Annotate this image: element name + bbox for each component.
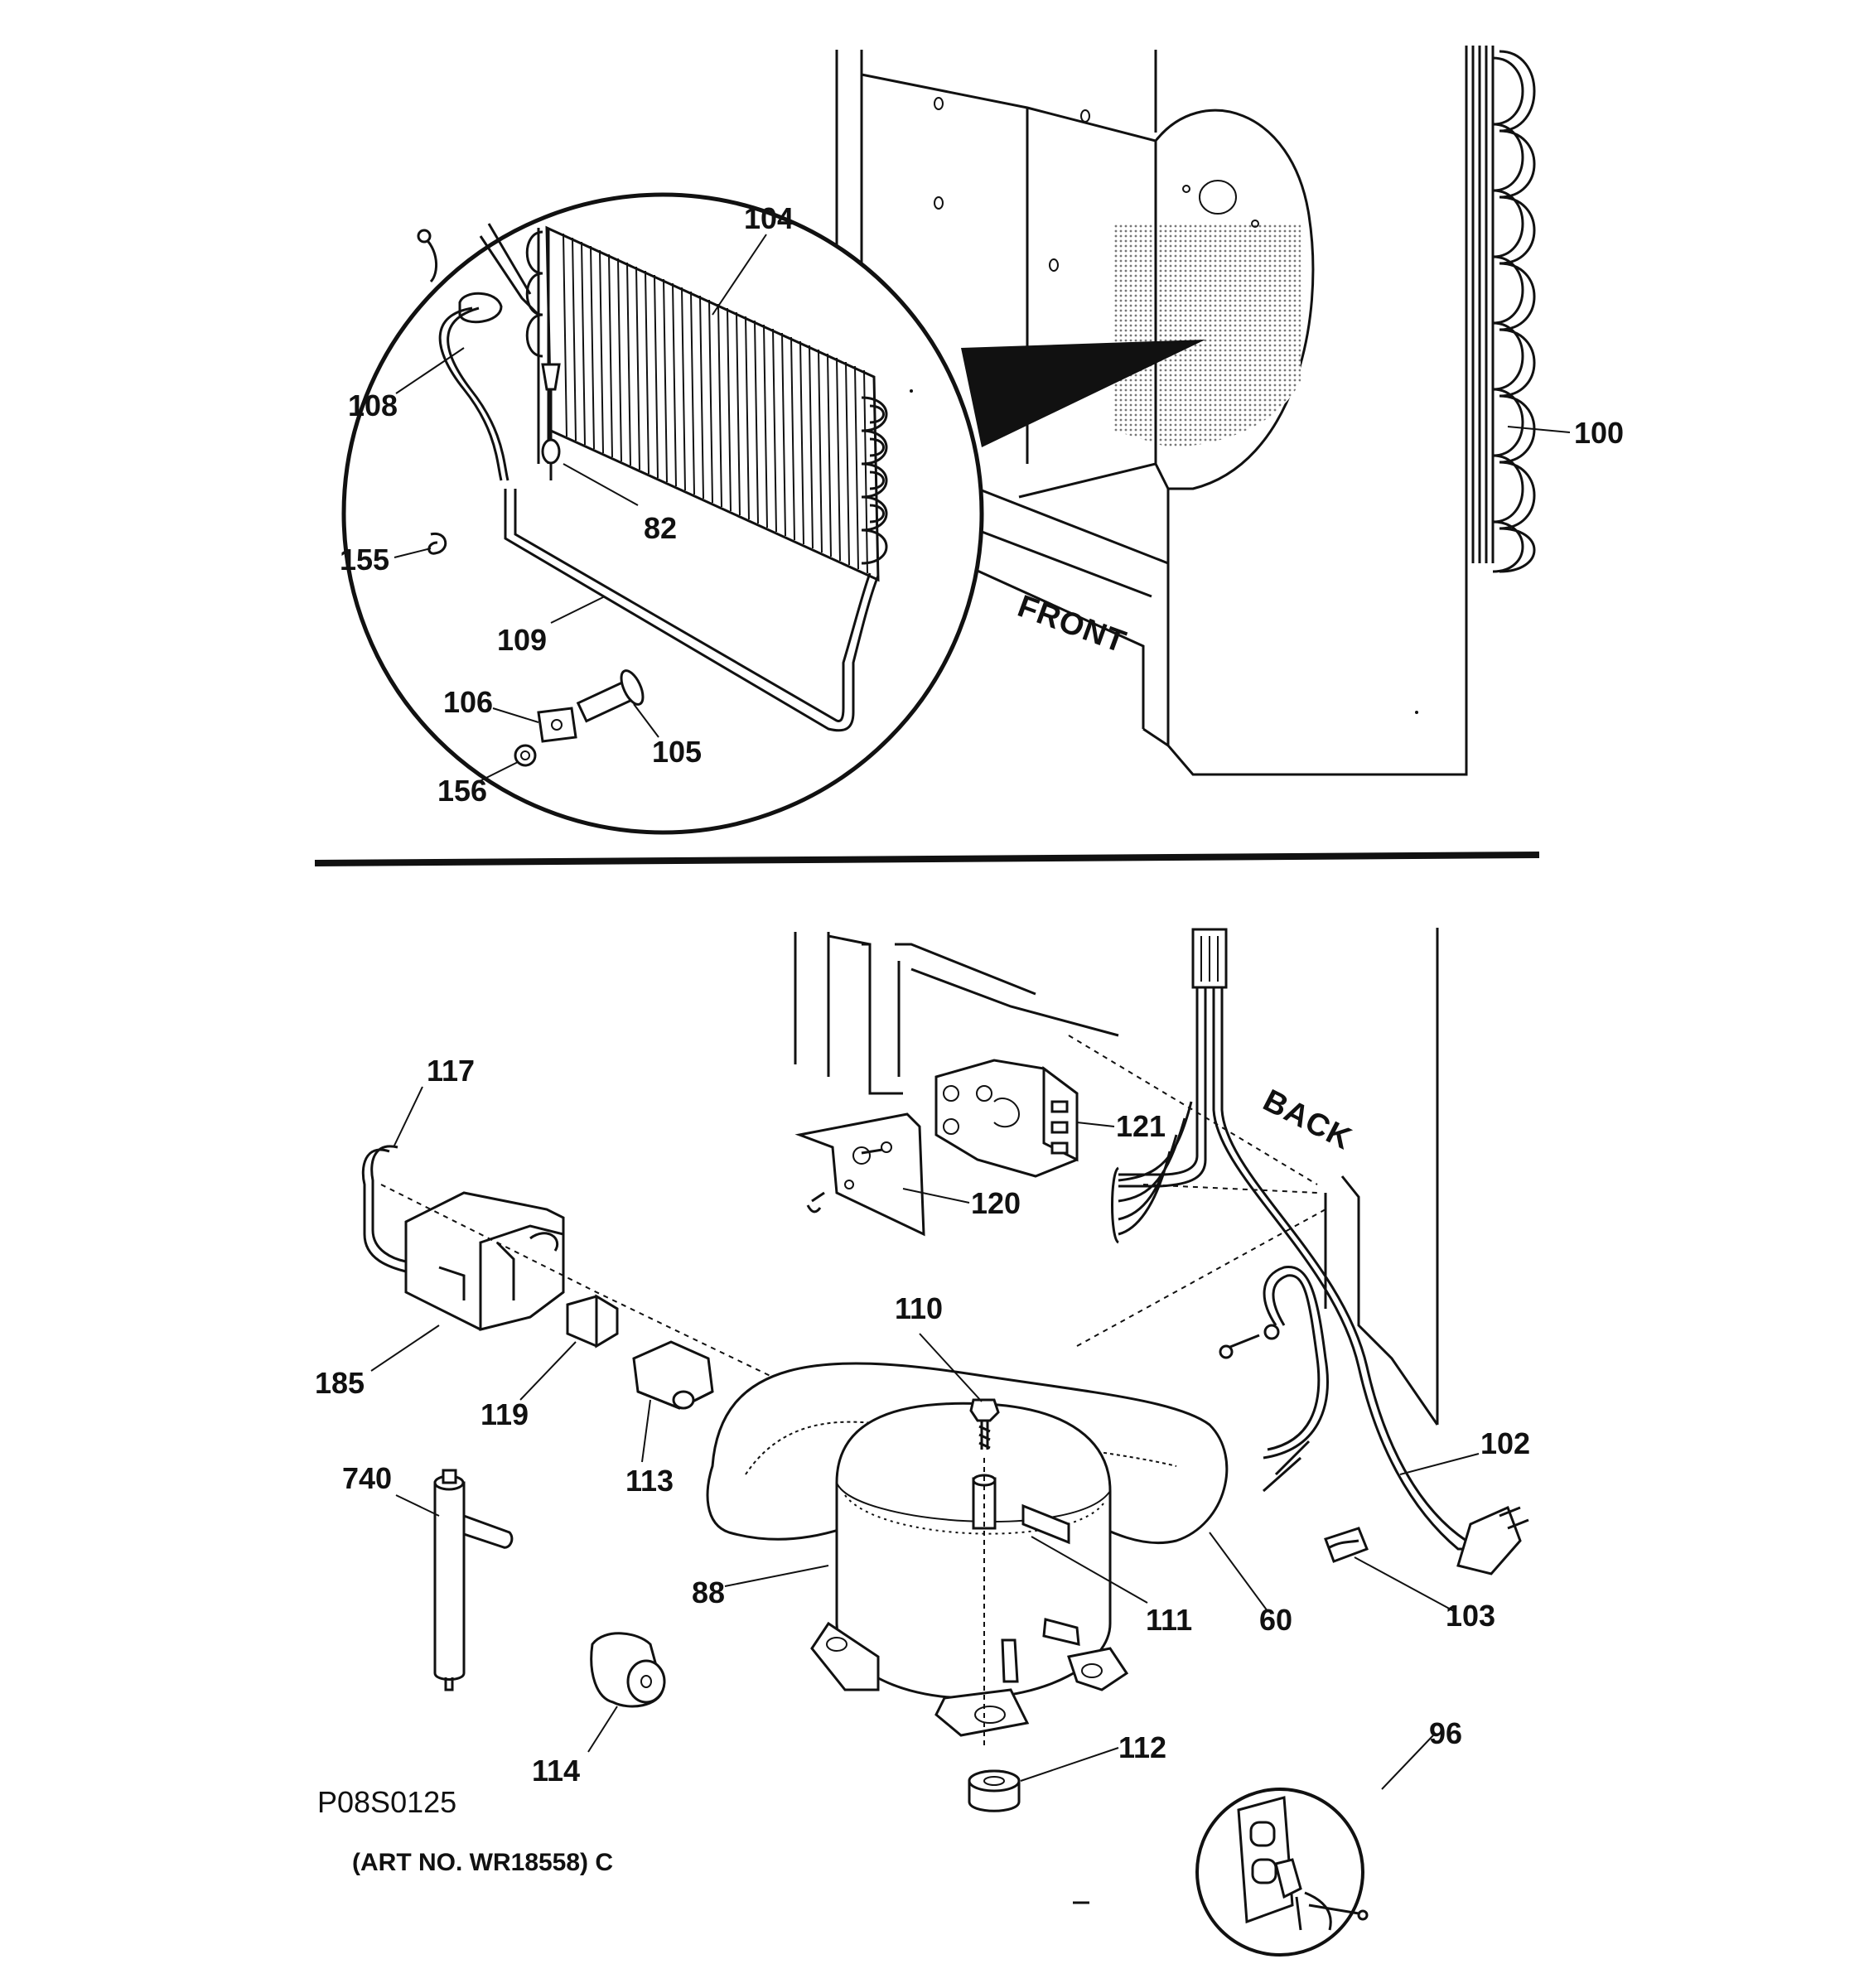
part-label-155: 155 [340,543,389,577]
evaporator-fin [745,316,750,520]
evaporator-fin [690,291,695,495]
cabinet-back-illustration [794,928,1439,1426]
bottom-leader-lines [370,1086,1480,1790]
part-label-105: 105 [652,735,702,769]
part-label-119: 119 [480,1397,529,1431]
start-relay [632,1340,714,1410]
evaporator-fin [736,311,741,516]
evaporator-fin [836,357,841,562]
part-label-82: 82 [644,511,677,545]
part-label-114: 114 [532,1754,580,1788]
evaporator-fin [854,365,859,570]
label-back: BACK [1258,1083,1357,1157]
evaporator-fin [590,245,595,450]
evaporator-fin [563,233,567,437]
label-front: FRONT [1013,589,1131,660]
evaporator-fin [717,303,722,508]
evaporator-fin [863,369,868,574]
evaporator-fin [763,324,768,528]
part-number-labels: 104 108 82 155 109 106 105 156 100 117 1… [315,201,1624,1788]
part-label-120: 120 [971,1186,1021,1220]
evaporator-fin [626,262,631,466]
filter-drier [433,1469,514,1691]
part-label-100: 100 [1574,416,1624,450]
cushion-roll [590,1632,666,1708]
overload-protector [566,1294,619,1349]
evaporator-fin [818,349,823,553]
evaporator-fins [525,225,888,582]
evaporator-fin [699,295,704,499]
part-label-88: 88 [692,1575,725,1609]
part-label-740: 740 [342,1461,392,1495]
evaporator-detail-circle [341,192,984,835]
evaporator-fin [572,237,577,442]
evaporator-fin [790,336,795,541]
evaporator-shaded-area [1114,224,1301,447]
part-label-112: 112 [1118,1730,1166,1764]
part-label-110: 110 [895,1291,943,1325]
part-label-60: 60 [1259,1603,1292,1637]
mounting-grommet [968,1769,1021,1812]
part-label-185: 185 [315,1366,365,1400]
wire-harness [1111,928,1529,1575]
evaporator-fin [654,274,659,479]
evaporator-fin [799,340,804,545]
art-number: (ART NO. WR18558) C [352,1849,613,1876]
condenser-coil [1465,46,1536,573]
part-label-117: 117 [427,1054,475,1088]
part-label-109: 109 [497,623,547,657]
cord-clip [1324,1527,1369,1563]
freezer-cabinet-illustration [835,50,1468,776]
part-label-108: 108 [348,388,398,422]
evaporator-fin [608,253,613,458]
evaporator-fin [827,353,832,557]
evaporator-fin [809,345,814,549]
evaporator-fin [845,361,850,566]
evaporator-fin [599,249,604,454]
evaporator-fin [681,287,686,491]
part-label-121: 121 [1116,1109,1166,1143]
evaporator-fin [708,299,713,504]
evaporator-fin [781,332,786,537]
evaporator-fin [635,266,640,470]
part-label-102: 102 [1480,1426,1530,1460]
evaporator-fin [727,307,732,512]
part-label-156: 156 [437,774,487,808]
part-label-103: 103 [1446,1599,1495,1633]
section-divider [314,852,1540,866]
compressor [810,1398,1129,1748]
evaporator-fin [772,328,777,533]
evaporator-fin [672,282,677,487]
defrost-timer [934,1059,1079,1178]
part-label-111: 111 [1146,1603,1192,1637]
part-label-104: 104 [744,201,794,235]
evaporator-fin [645,270,650,475]
evaporator-fin [581,241,586,446]
evaporator-fin [663,278,668,483]
evaporator-fin [754,320,759,524]
part-label-113: 113 [625,1464,674,1498]
figure-id: P08S0125 [317,1785,456,1819]
evaporator-fin [617,258,622,462]
zoom-pointer [961,340,1205,447]
part-label-106: 106 [443,685,493,719]
part-label-96: 96 [1429,1716,1462,1750]
outlet-detail-circle [1195,1788,1369,1957]
top-leader-lines [394,234,1571,784]
timer-bracket [794,1112,925,1237]
relay-cover-assembly [361,1145,821,1401]
